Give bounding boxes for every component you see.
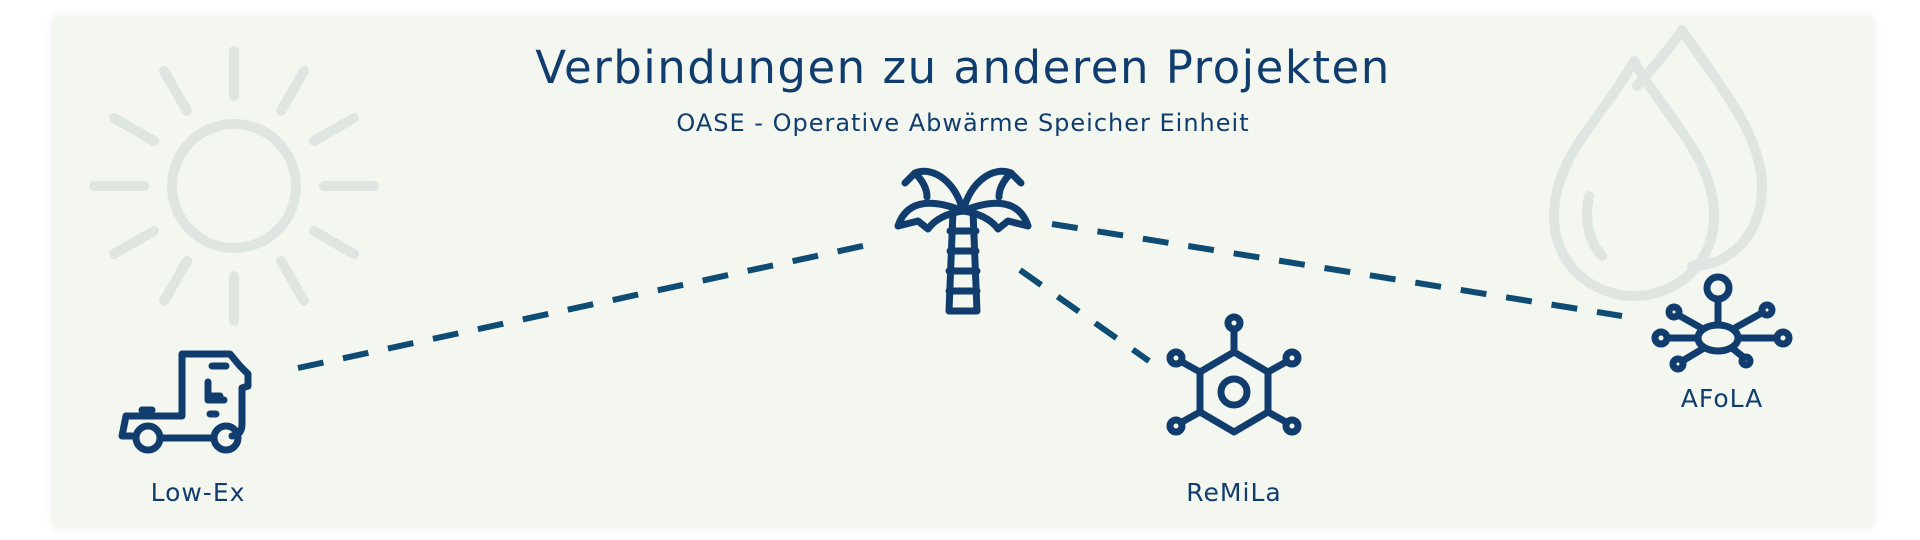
connections-diagram: [89, 25, 1793, 454]
connector-remila: [1018, 267, 1151, 364]
connector-low-ex: [297, 241, 873, 371]
project-connections-card: Verbindungen zu anderen Projekten OASE -…: [54, 16, 1872, 526]
molecule-icon: [1166, 313, 1302, 436]
truck-icon: [118, 350, 252, 454]
network-node-icon: [1651, 273, 1793, 373]
water-drops-icon: [1549, 25, 1768, 301]
palm-tree-icon: [894, 167, 1032, 315]
connector-afola: [1051, 221, 1623, 319]
connector-lines: [297, 221, 1623, 371]
sun-icon: [89, 46, 379, 326]
page-title: Verbindungen zu anderen Projekten: [535, 41, 1391, 94]
node-label-afola: AFoLA: [1680, 384, 1764, 413]
page-subtitle: OASE - Operative Abwärme Speicher Einhei…: [676, 109, 1250, 137]
node-label-remila: ReMiLa: [1186, 478, 1282, 507]
node-label-low-ex: Low-Ex: [150, 478, 246, 507]
